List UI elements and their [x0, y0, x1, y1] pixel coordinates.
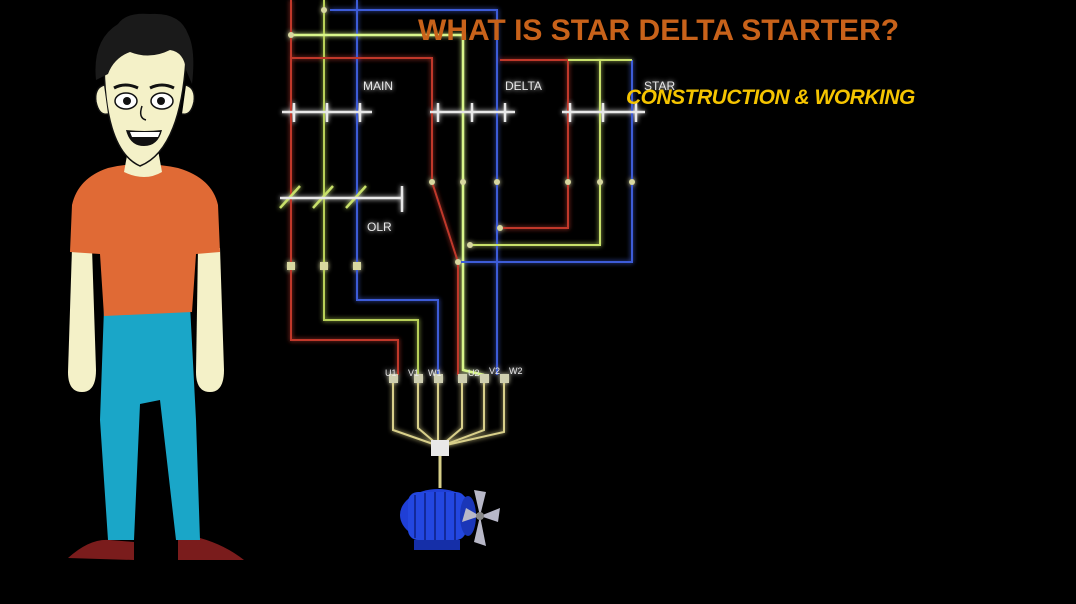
- right-shoe: [178, 538, 244, 560]
- delta-contactor: [430, 103, 515, 122]
- bus-top-blue: [330, 9, 498, 375]
- page-subtitle: CONSTRUCTION & WORKING: [626, 86, 915, 109]
- shirt: [70, 164, 220, 316]
- right-arm: [196, 248, 224, 392]
- bus-delta-star-1: [500, 59, 569, 229]
- wire-blue-l3: [356, 0, 439, 375]
- pants: [100, 305, 200, 540]
- wire-yellowgreen-l2: [323, 0, 419, 375]
- terminal-w1: W1: [428, 368, 442, 378]
- label-main: MAIN: [363, 79, 393, 93]
- terminal-v1: V1: [408, 368, 419, 378]
- terminal-block: U1 V1 W1 U2 V2 W2: [385, 366, 523, 383]
- circuit-diagram: MAIN DELTA STAR OLR U1 V1 W1 U2 V2 W2: [279, 0, 675, 446]
- bus-top-green: [291, 33, 485, 377]
- hair: [95, 13, 194, 84]
- terminal-u1: U1: [385, 368, 397, 378]
- left-arm: [68, 248, 96, 392]
- junction-box: [431, 440, 449, 456]
- bus-red-delta: [291, 57, 459, 375]
- motor-fan: [462, 490, 500, 546]
- cartoon-presenter: [68, 13, 244, 560]
- motor: [400, 440, 500, 550]
- overload-relay: [279, 185, 404, 212]
- terminal-v2: V2: [489, 366, 500, 376]
- label-olr: OLR: [367, 220, 392, 234]
- bus-delta-star-2: [470, 60, 601, 246]
- junction-dots: [287, 7, 635, 270]
- motor-cables: [392, 383, 505, 446]
- terminal-w2: W2: [509, 366, 523, 376]
- page-title: WHAT IS STAR DELTA STARTER?: [418, 14, 900, 47]
- label-star: STAR: [644, 79, 675, 93]
- label-delta: DELTA: [505, 79, 542, 93]
- wire-red-l1: [290, 0, 399, 375]
- terminal-u2: U2: [468, 368, 480, 378]
- left-shoe: [68, 539, 134, 560]
- main-contactor: [282, 103, 372, 122]
- bus-delta-star-3: [458, 60, 633, 263]
- star-contactor: [562, 103, 645, 122]
